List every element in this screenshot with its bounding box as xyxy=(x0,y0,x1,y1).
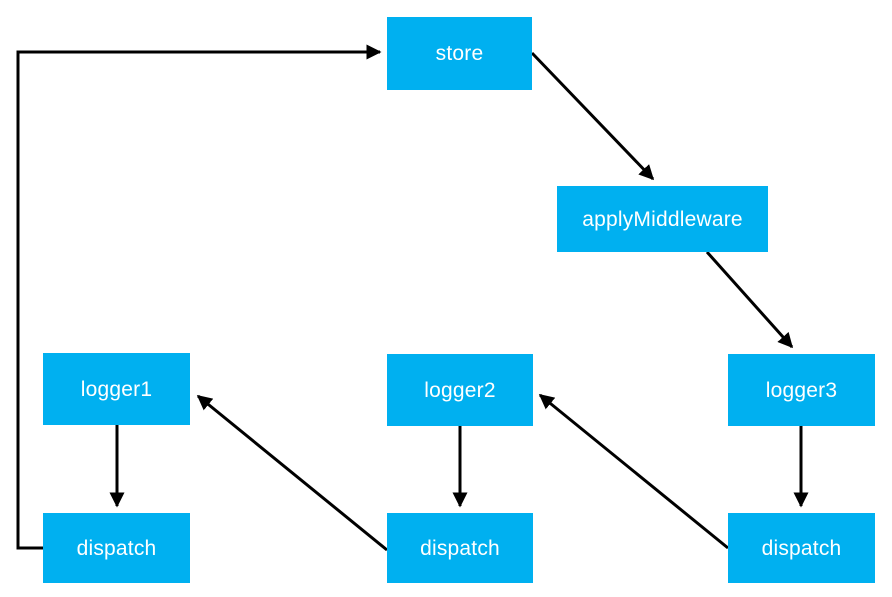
node-dispatch3-label: dispatch xyxy=(761,536,842,560)
edge-applyMiddleware-to-logger3 xyxy=(705,250,794,349)
edge-dispatch3-to-logger2 xyxy=(538,393,729,550)
node-dispatch1: dispatch xyxy=(43,513,190,583)
node-logger2: logger2 xyxy=(387,354,533,426)
edge-dispatch1-to-store xyxy=(16,44,382,550)
node-logger3-label: logger3 xyxy=(765,378,838,402)
node-applyMiddleware: applyMiddleware xyxy=(557,186,768,252)
node-dispatch1-label: dispatch xyxy=(76,536,157,560)
node-logger1: logger1 xyxy=(43,353,190,425)
node-dispatch2-label: dispatch xyxy=(420,536,500,560)
node-store-label: store xyxy=(435,42,484,65)
node-dispatch3: dispatch xyxy=(728,513,875,583)
edge-store-to-applyMiddleware xyxy=(530,51,655,181)
edge-dispatch2-to-logger1 xyxy=(196,394,388,552)
node-logger3: logger3 xyxy=(728,354,875,426)
node-logger1-label: logger1 xyxy=(80,377,153,401)
node-store: store xyxy=(387,17,532,90)
node-logger2-label: logger2 xyxy=(424,378,496,402)
node-applyMiddleware-label: applyMiddleware xyxy=(582,207,743,231)
node-dispatch2: dispatch xyxy=(387,513,533,583)
